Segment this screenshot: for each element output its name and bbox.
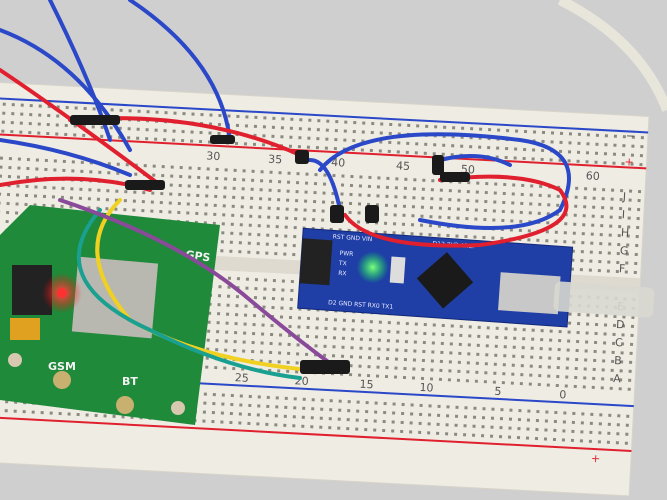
- row-letter: C: [615, 336, 624, 349]
- nano-label-tx: TX: [338, 260, 347, 268]
- nano-label-pwr: PWR: [339, 250, 353, 258]
- nano-label-top-left: RST GND VIN: [333, 233, 373, 243]
- arduino-nano: PWR TX RX D13 3V3 AREF RST GND VIN D2 GN…: [297, 227, 655, 328]
- row-letter: F: [619, 262, 626, 275]
- column-number: 30: [206, 149, 221, 163]
- column-number: 60: [585, 169, 600, 183]
- row-letter: G: [620, 244, 629, 257]
- column-number: 35: [268, 153, 283, 167]
- wire-headers: [70, 115, 470, 374]
- row-letter: J: [621, 190, 626, 203]
- nano-label-bottom: D2 GND RST RX0 TX1: [328, 299, 394, 311]
- row-letter: A: [613, 372, 622, 385]
- usb-cable: [557, 0, 667, 112]
- column-number: 15: [359, 378, 374, 392]
- row-letter: H: [621, 226, 630, 239]
- column-number: 40: [331, 156, 346, 170]
- rail-plus: +: [624, 155, 634, 168]
- rail-plus: +: [591, 452, 601, 465]
- gsm-module: GSM BT GPS: [0, 205, 220, 425]
- module-label-gsm: GSM: [48, 360, 76, 373]
- nano-label-rx: RX: [338, 270, 347, 278]
- column-number: 25: [234, 371, 249, 385]
- module-label-bt: BT: [122, 375, 138, 388]
- row-letter: I: [621, 208, 625, 221]
- rail-minus: −: [626, 129, 636, 142]
- column-number: 5: [494, 385, 502, 398]
- row-letter: B: [614, 354, 622, 367]
- row-letter: D: [616, 318, 625, 331]
- column-number: 45: [396, 159, 411, 173]
- column-number: 10: [419, 381, 434, 395]
- column-number: 0: [559, 388, 567, 401]
- jumper-wires: [0, 0, 571, 380]
